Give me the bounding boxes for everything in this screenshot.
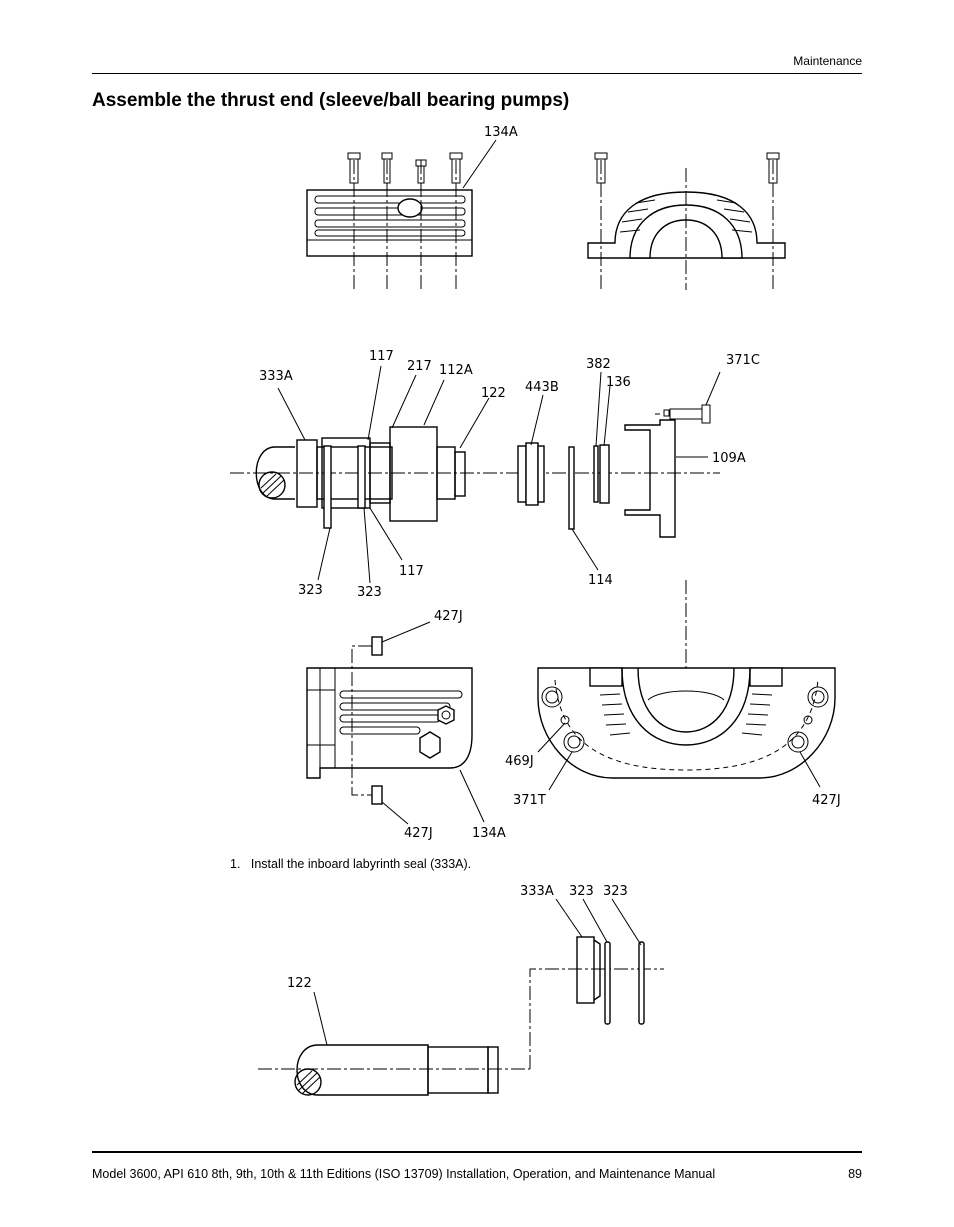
label-109A: 109A — [712, 451, 746, 466]
label-112A: 112A — [439, 363, 473, 378]
label-333A: 333A — [259, 369, 293, 384]
label-427J-top: 427J — [434, 609, 463, 624]
housing-side-view-lower — [306, 636, 473, 805]
label-122-fig2: 122 — [287, 976, 312, 991]
label-371C: 371C — [726, 353, 760, 368]
label-134A-top: 134A — [484, 125, 518, 140]
label-323-b: 323 — [357, 585, 382, 600]
label-323-a: 323 — [298, 583, 323, 598]
label-323-a-fig2: 323 — [569, 884, 594, 899]
thrust-end-assembly-figure: 134A 333A 117 217 112A 122 443B 382 136 … — [230, 125, 841, 841]
label-134A-bottom: 134A — [472, 826, 506, 841]
label-217: 217 — [407, 359, 432, 374]
label-136: 136 — [606, 375, 631, 390]
bearing-housing-side-view — [306, 139, 497, 290]
label-427J-right: 427J — [812, 793, 841, 808]
page-number: 89 — [848, 1167, 862, 1181]
label-427J-bottom: 427J — [404, 826, 433, 841]
footer-rule — [92, 1151, 862, 1153]
label-323-b-fig2: 323 — [603, 884, 628, 899]
label-122: 122 — [481, 386, 506, 401]
step-1-number: 1. — [230, 857, 241, 871]
label-117-bottom: 117 — [399, 564, 424, 579]
label-382: 382 — [586, 357, 611, 372]
footer-manual-title: Model 3600, API 610 8th, 9th, 10th & 11t… — [92, 1167, 716, 1181]
label-114: 114 — [588, 573, 613, 588]
label-117-top: 117 — [369, 349, 394, 364]
label-443B: 443B — [525, 380, 559, 395]
label-371T: 371T — [513, 793, 546, 808]
inboard-seal-install-figure: 333A 323 323 122 — [258, 884, 664, 1106]
housing-end-view-lower — [537, 580, 836, 779]
label-469J: 469J — [505, 754, 534, 769]
header-section: Maintenance — [793, 54, 862, 68]
bearing-housing-end-view — [587, 152, 786, 290]
leader-lines — [277, 365, 821, 825]
step-1-text: Install the inboard labyrinth seal (333A… — [250, 857, 472, 871]
label-333A-fig2: 333A — [520, 884, 554, 899]
page-title: Assemble the thrust end (sleeve/ball bea… — [92, 90, 570, 111]
step-1: 1. Install the inboard labyrinth seal (3… — [230, 857, 471, 871]
shaft-exploded-view — [230, 404, 720, 538]
header-rule — [92, 73, 862, 74]
